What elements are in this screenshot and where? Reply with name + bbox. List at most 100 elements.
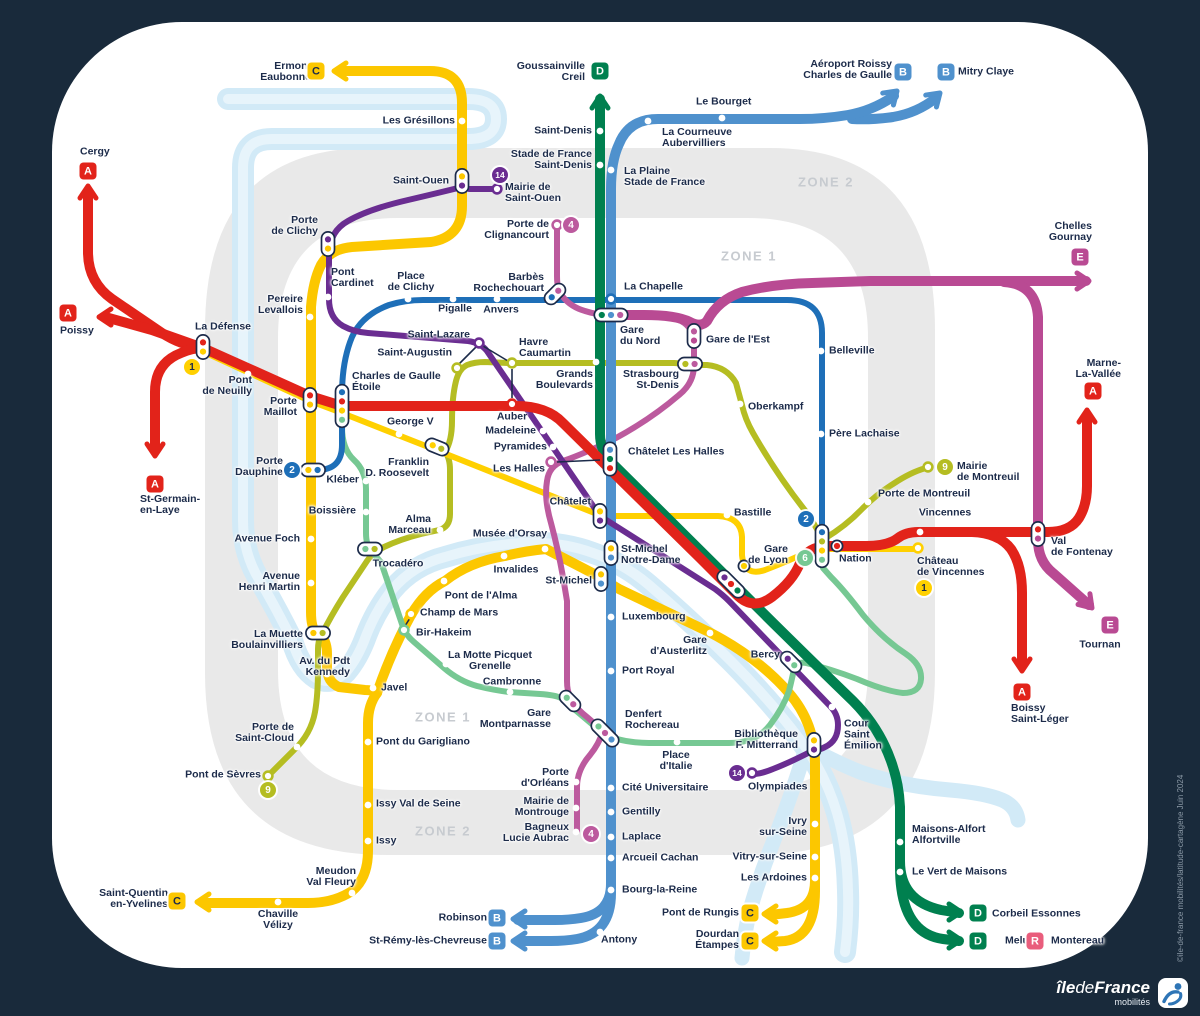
interchange-pill [300,462,326,478]
interchange-pill-dot [306,401,314,408]
station-dot-meudon-val-fleury [348,889,356,897]
station-dot-place-de-clichy [404,295,412,303]
station-dot-saint-denis [596,127,604,135]
interchange-pill [814,523,830,569]
station-dot-oberkampf [736,400,744,408]
interchange-side-dot [830,539,844,553]
terminus-arrow-chevron [77,183,99,201]
station-dot-les-gr-sillons [458,117,466,125]
copyright-notice: ©ile-de-france mobilités/latitude-cartag… [1176,774,1185,962]
interchange-pill-dot [810,737,818,744]
ring-station-marker [398,624,410,636]
terminus-arrow-chevron [194,891,212,913]
terminus-arrow [946,929,964,951]
station-dot-avenue-henri-martin [307,579,315,587]
interchange-pill-body [592,503,608,529]
interchange-pill-body [195,334,211,360]
ile-de-france-mobilites-logo: îledeFrance mobilités [1056,978,1188,1008]
interchange-pill-dot [310,629,317,637]
station-dot-antony [596,928,604,936]
interchange-pill-dot [608,736,615,743]
logo-text: îledeFrance mobilités [1056,979,1150,1007]
station-dot-pont-de-neuilly [244,370,252,378]
station-dot-porte-d-orl-ans [572,778,580,786]
station-connector-1 [482,345,509,362]
interchange-pill-dot [1034,535,1042,542]
interchange-pill-dot [596,508,604,515]
interchange-pill-dot [690,337,698,344]
interchange-pill-dot [199,348,207,355]
interchange-pill [806,732,822,758]
interchange-pill-dot [338,389,346,396]
station-dot-porte-de-montreuil [864,498,872,506]
interchange-pill-dot [810,746,818,753]
interchange-pill-body [454,168,470,194]
station-dot-boissi-re [362,508,370,516]
interchange-pill-dot [371,545,378,553]
interchange-pill-dot [324,245,332,252]
station-dots-layer [244,114,924,936]
interchange-pill-body [806,732,822,758]
interchange-pill-dot [596,517,604,524]
ring-station-marker [506,357,518,369]
line-rer-b-path-2 [513,866,616,946]
ring-station-marker [506,398,518,410]
station-dot-vitry-sur-seine [811,853,819,861]
interchange-pill [424,437,450,457]
interchange-pill [602,441,618,477]
station-dot-pont-du-garigliano [364,738,372,746]
interchange-pill-dot [606,446,614,453]
station-dot-pereire-levallois [306,313,314,321]
interchange-pill-body [300,462,326,478]
interchange-pill [592,503,608,529]
interchange-pill-dot [606,455,614,463]
interchange-pill-dot [458,173,466,180]
terminus-arrow-chevron [946,929,964,951]
station-dot-cour-saint-milion [828,703,836,711]
station-dot-pyramides [549,443,557,451]
terminus-arrow-chevron [1076,407,1098,425]
station-dot-bagneux-lucie-aubrac [572,828,580,836]
station-dot-le-vert-de-maisons [896,868,904,876]
interchange-pill-dot [1034,526,1042,533]
terminus-arrow [946,901,964,923]
logo-icon [1158,978,1188,1008]
station-connector-0 [458,346,477,365]
station-connector-3 [556,459,601,463]
line-m2-path-0 [314,297,825,529]
terminus-arrow [761,903,779,925]
river-marne [792,734,1026,828]
station-dot-belleville [817,347,825,355]
interchange-pill-dot [305,466,312,474]
line-rer-b-path-0 [847,93,941,125]
terminus-arrow-chevron [761,903,779,925]
ring-station-marker [605,293,617,305]
station-dot-pigalle [449,295,457,303]
station-dot-av-du-pdt-kennedy [323,670,331,678]
line-rer-c-path-3 [765,862,820,947]
interchange-pill [195,334,211,360]
station-dot-luxembourg [607,613,615,621]
station-dot-gentilly [607,808,615,816]
interchange-pills-layer [195,168,1046,758]
interchange-pill-dot [607,554,615,561]
terminus-arrow-chevron [1074,270,1092,292]
station-dot-laplace [607,833,615,841]
terminus-arrow [194,891,212,913]
interchange-pill-dot [314,466,321,474]
interchange-pill [677,356,703,372]
interchange-pill [593,566,609,592]
interchange-pill-dot [607,311,615,319]
terminus-arrow [96,306,114,328]
interchange-pill [716,569,746,599]
station-dot-invalides [500,552,508,560]
interchange-pill-body [814,523,830,569]
station-dot-la-courneuve-aubervilliers [644,117,652,125]
station-dot-bastille [723,511,731,519]
interchange-pill-dot [595,723,602,730]
terminus-arrow [1074,270,1092,292]
interchange-pill-dot [691,360,698,368]
station-dot-anvers [493,295,501,303]
interchange-pill-dot [818,538,826,545]
